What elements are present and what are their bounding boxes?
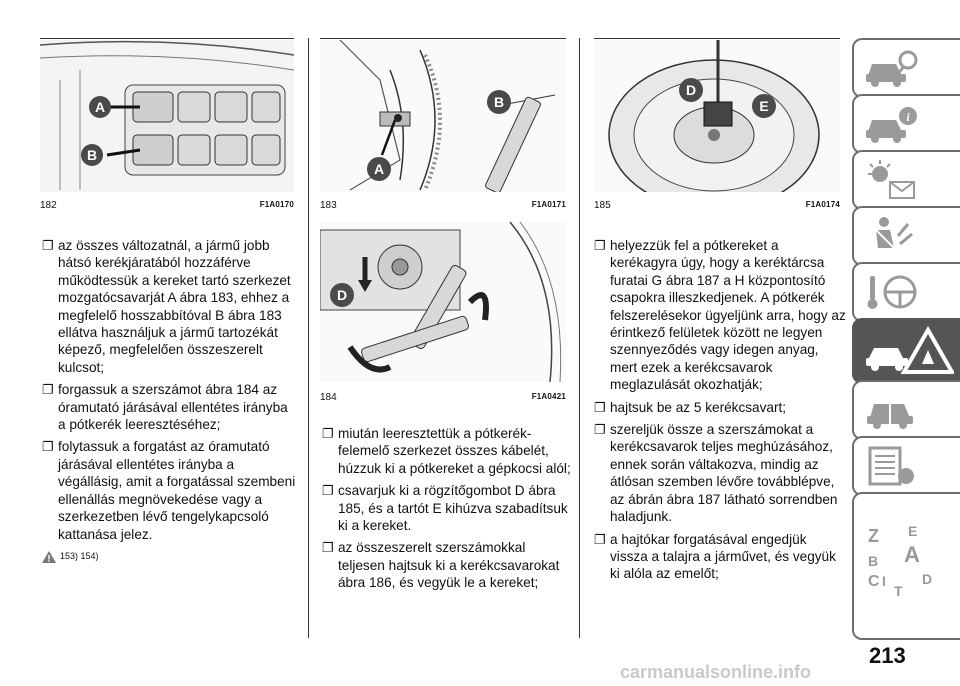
steering-wheel-key-icon xyxy=(867,275,917,309)
list-item: ❐ csavarjuk ki a rögzítőgombot D ábra 18… xyxy=(322,482,572,534)
figure-184-caption: 184 F1A0421 xyxy=(320,392,566,403)
list-item-text: helyezzük fel a pótkereket a kerékagyra … xyxy=(610,238,846,393)
figure-184: D xyxy=(320,222,566,382)
figure-183-caption: 183 F1A0171 xyxy=(320,200,566,211)
callout-A: A xyxy=(95,99,105,115)
checkbox-bullet-icon: ❐ xyxy=(594,531,606,547)
top-rule-3 xyxy=(594,38,840,39)
svg-text:D: D xyxy=(922,571,932,587)
column-divider-2 xyxy=(579,38,580,638)
list-item-text: az összes változatnál, a jármű jobb háts… xyxy=(58,238,291,375)
tab-car-emergency[interactable] xyxy=(852,318,960,384)
tab-alphabetical-index[interactable]: Z E B A I C T D xyxy=(852,492,960,640)
list-item: ❐ miután leeresztettük a pótkerék-feleme… xyxy=(322,425,572,477)
seat-belt-icon xyxy=(875,217,913,249)
checkbox-bullet-icon: ❐ xyxy=(594,238,606,253)
list-item: ❐ az összes változatnál, a jármű jobb há… xyxy=(42,237,298,376)
figure-185: D E xyxy=(594,40,840,192)
svg-text:i: i xyxy=(906,110,910,124)
callout-D: D xyxy=(686,82,696,98)
list-item: ❐ az összeszerelt szerszámokkal teljesen… xyxy=(322,539,572,591)
checkbox-bullet-icon: ❐ xyxy=(322,426,334,441)
figure-number: 184 xyxy=(320,392,337,403)
list-item-text: a hajtókar forgatásával engedjük vissza … xyxy=(610,531,836,582)
tab-warning-lights[interactable] xyxy=(852,150,960,210)
list-item-text: forgassuk a szerszámot ábra 184 az óramu… xyxy=(58,382,288,433)
checkbox-bullet-icon: ❐ xyxy=(42,238,54,253)
tab-car-info[interactable]: i xyxy=(852,94,960,154)
figure-number: 185 xyxy=(594,200,611,211)
warning-lights-icon xyxy=(868,160,915,199)
list-item-text: szereljük össze a szerszámokat a kerékcs… xyxy=(610,422,838,525)
column-divider-1 xyxy=(308,38,309,638)
svg-text:A: A xyxy=(904,542,920,567)
warning-reference: 153) 154) xyxy=(42,548,298,565)
callout-D: D xyxy=(337,287,347,303)
list-item: ❐ helyezzük fel a pótkereket a kerékagyr… xyxy=(594,237,848,394)
figure-code: F1A0421 xyxy=(531,392,566,401)
list-item-text: hajtsuk be az 5 kerékcsavart; xyxy=(610,399,787,415)
list-item-text: folytassuk a forgatást az óramutató járá… xyxy=(58,439,296,542)
tab-technical-data[interactable] xyxy=(852,436,960,496)
figure-185-caption: 185 F1A0174 xyxy=(594,200,840,211)
checkbox-bullet-icon: ❐ xyxy=(42,382,54,398)
tab-seat-belt[interactable] xyxy=(852,206,960,266)
checkbox-bullet-icon: ❐ xyxy=(594,422,606,438)
svg-text:C: C xyxy=(868,573,880,590)
car-info-icon: i xyxy=(866,107,917,143)
list-item-text: miután leeresztettük a pótkerék-felemelő… xyxy=(338,426,571,476)
svg-text:B: B xyxy=(868,553,878,569)
figure-182: A B xyxy=(40,40,294,192)
list-item: ❐ forgassuk a szerszámot ábra 184 az óra… xyxy=(42,381,298,433)
column-1-text: ❐ az összes változatnál, a jármű jobb há… xyxy=(42,237,298,565)
column-2-text: ❐ miután leeresztettük a pótkerék-feleme… xyxy=(322,425,572,597)
warning-triangle-icon xyxy=(42,550,56,563)
list-item: ❐ szereljük össze a szerszámokat a kerék… xyxy=(594,421,848,525)
svg-text:E: E xyxy=(908,523,917,539)
car-search-icon xyxy=(866,50,918,87)
svg-text:I: I xyxy=(882,573,886,589)
checkbox-bullet-icon: ❐ xyxy=(42,439,54,455)
alphabetical-index-icon: Z E B A I C T D xyxy=(868,523,932,599)
list-item: ❐ a hajtókar forgatásával engedjük vissz… xyxy=(594,531,848,583)
list-item: ❐ folytassuk a forgatást az óramutató já… xyxy=(42,438,298,542)
car-emergency-icon xyxy=(866,326,954,374)
svg-text:Z: Z xyxy=(868,526,879,546)
tab-car-search[interactable] xyxy=(852,38,960,98)
callout-B: B xyxy=(494,94,504,110)
figure-code: F1A0174 xyxy=(805,200,840,209)
figure-code: F1A0170 xyxy=(259,200,294,209)
figure-182-caption: 182 F1A0170 xyxy=(40,200,294,211)
list-item: ❐ hajtsuk be az 5 kerékcsavart; xyxy=(594,399,848,416)
page-number: 213 xyxy=(869,643,906,668)
list-item-text: az összeszerelt szerszámokkal teljesen h… xyxy=(338,540,560,591)
car-maintenance-icon xyxy=(867,404,913,429)
column-3-text: ❐ helyezzük fel a pótkereket a kerékagyr… xyxy=(594,237,848,588)
figure-183: B A xyxy=(320,40,566,192)
callout-A: A xyxy=(374,161,384,177)
checkbox-bullet-icon: ❐ xyxy=(322,483,334,499)
checkbox-bullet-icon: ❐ xyxy=(594,399,606,415)
technical-data-icon xyxy=(868,446,914,486)
callout-E: E xyxy=(759,98,768,114)
warning-refs-text: 153) 154) xyxy=(60,550,99,561)
svg-text:T: T xyxy=(894,583,903,599)
figure-number: 182 xyxy=(40,200,57,211)
top-rule-2 xyxy=(320,38,566,39)
tab-steering-wheel-key[interactable] xyxy=(852,262,960,322)
tab-car-maintenance[interactable] xyxy=(852,380,960,440)
checkbox-bullet-icon: ❐ xyxy=(322,540,334,556)
watermark: carmanualsonline.info xyxy=(620,662,812,682)
figure-code: F1A0171 xyxy=(531,200,566,209)
figure-number: 183 xyxy=(320,200,337,211)
callout-B: B xyxy=(87,147,97,163)
top-rule-1 xyxy=(40,38,294,39)
list-item-text: csavarjuk ki a rögzítőgombot D ábra 185,… xyxy=(338,483,568,534)
